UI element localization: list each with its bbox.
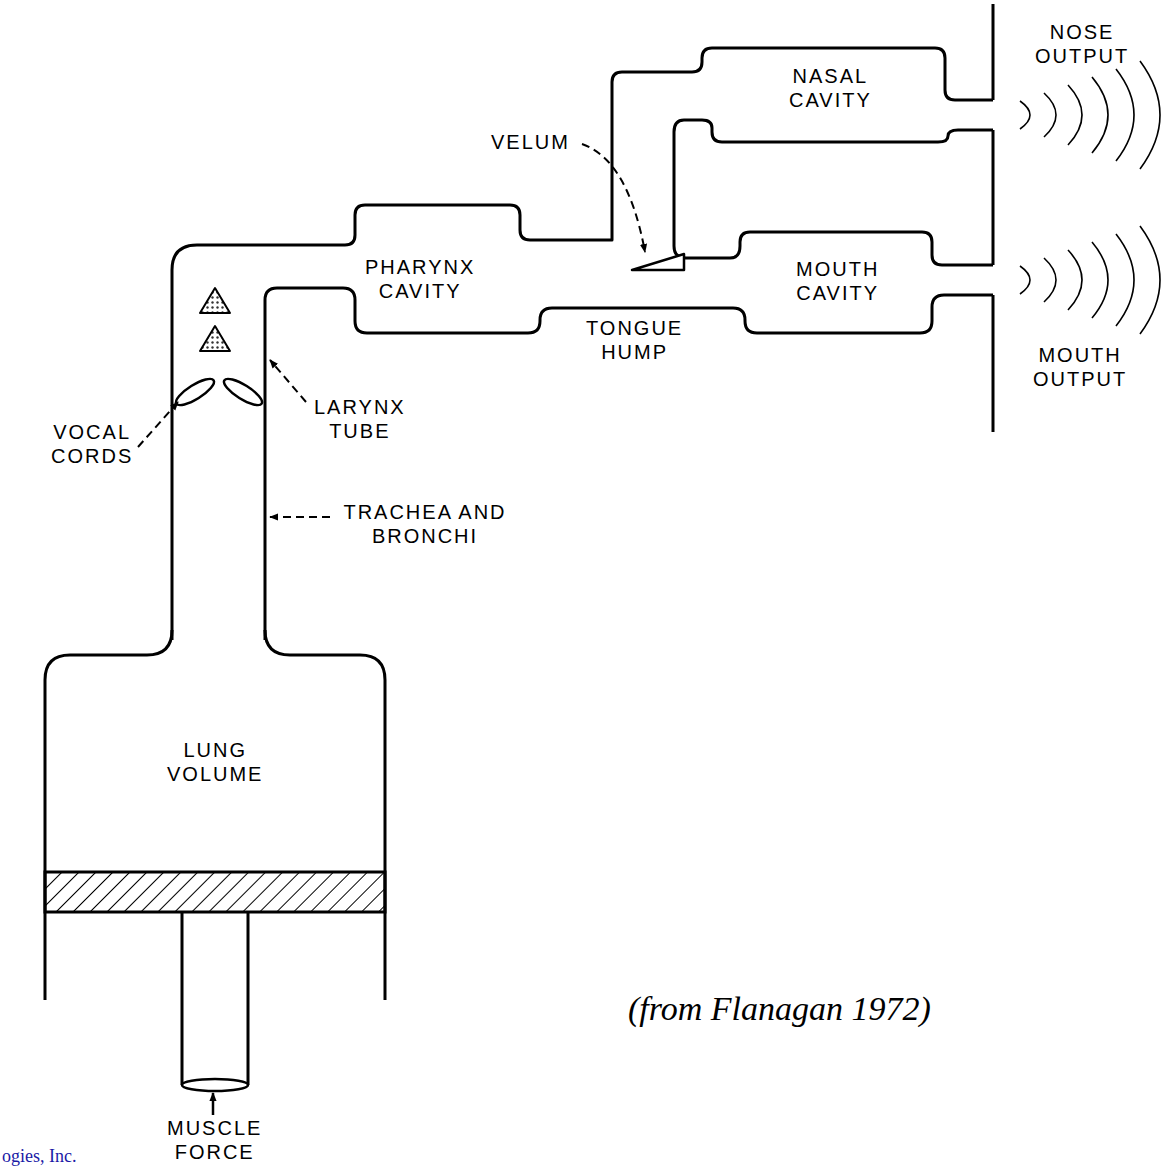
caption: (from Flanagan 1972): [628, 990, 931, 1028]
part-label: TRACHEA AND BRONCHI: [310, 500, 540, 548]
sound-wave: [1044, 93, 1056, 137]
sound-wave: [1116, 234, 1134, 326]
output-label: NOSE OUTPUT: [1035, 20, 1129, 68]
sound-wave: [1140, 61, 1160, 169]
part-label: VELUM: [491, 130, 570, 154]
leader-line: [270, 360, 306, 402]
part-label: TONGUE HUMP: [586, 316, 683, 364]
sound-wave: [1020, 101, 1030, 129]
cavity-label: NASAL CAVITY: [789, 64, 872, 112]
tract-upper-wall: [172, 48, 993, 640]
face-wall: [992, 4, 995, 432]
sound-wave: [1116, 69, 1134, 161]
sound-wave: [1092, 242, 1108, 318]
part-label: LUNG VOLUME: [167, 738, 263, 786]
velum-flap: [632, 254, 684, 270]
output-label: MOUTH OUTPUT: [1033, 343, 1127, 391]
piston-rod-end: [182, 1079, 248, 1091]
part-label: MUSCLE FORCE: [167, 1116, 262, 1164]
lung-wall: [45, 630, 385, 1000]
vocal-cord: [173, 374, 218, 409]
copyright-fragment: ogies, Inc.: [2, 1144, 76, 1168]
stippled-triangle: [200, 288, 230, 313]
part-label: VOCAL CORDS: [51, 420, 133, 468]
stippled-triangle: [200, 326, 230, 351]
sound-wave: [1140, 226, 1160, 334]
sound-wave: [1068, 250, 1082, 310]
cavity-label: MOUTH CAVITY: [796, 257, 879, 305]
tract-lower-wall: [265, 288, 993, 640]
piston-rod: [182, 912, 248, 1085]
leader-line: [582, 144, 645, 252]
force-arrow: [212, 1093, 215, 1115]
sound-wave: [1092, 77, 1108, 153]
diaphragm-piston: [45, 872, 385, 912]
sound-wave: [1068, 85, 1082, 145]
leader-line: [138, 402, 178, 447]
sound-wave: [1020, 266, 1030, 294]
cavity-label: PHARYNX CAVITY: [365, 255, 475, 303]
leader-line: [270, 516, 330, 518]
part-label: LARYNX TUBE: [314, 395, 406, 443]
vocal-cord: [221, 374, 266, 409]
nasal-lower-wall: [674, 120, 993, 265]
sound-wave: [1044, 258, 1056, 302]
